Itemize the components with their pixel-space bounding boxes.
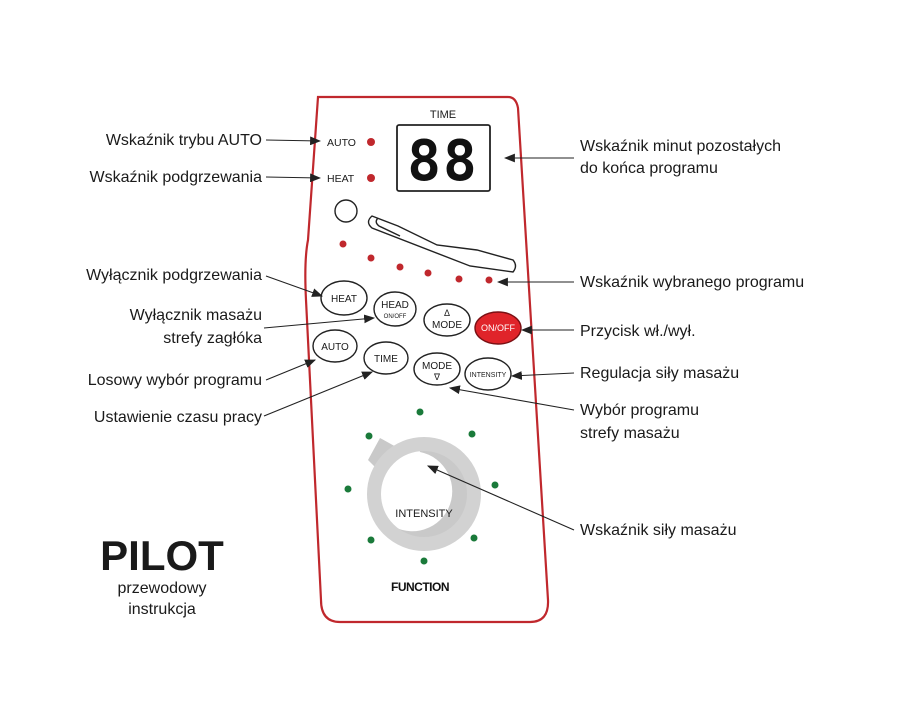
time-display-digits: 88 xyxy=(407,129,478,194)
program-led xyxy=(424,269,432,277)
callout-zone-line1: Wybór programu xyxy=(580,402,699,419)
head-zone-icon xyxy=(334,199,358,223)
intensity-led xyxy=(365,432,373,440)
time-display xyxy=(396,124,491,192)
callout-random-program: Losowy wybór programu xyxy=(88,372,262,389)
program-led xyxy=(485,276,493,284)
callout-power-button: Przycisk wł./wył. xyxy=(580,323,696,340)
svg-text:HEAD: HEAD xyxy=(381,300,409,311)
heat-indicator-label: HEAT xyxy=(327,173,355,185)
head-onoff-button[interactable]: HEAD ON/OFF xyxy=(373,291,417,327)
program-led xyxy=(367,254,375,262)
program-leds xyxy=(339,240,493,284)
callout-zone-line2: strefy masażu xyxy=(580,425,680,442)
mode-up-button[interactable]: Δ MODE xyxy=(423,303,471,337)
svg-text:MODE: MODE xyxy=(422,361,452,372)
intensity-led xyxy=(420,557,428,565)
callout-head-line2: strefy zagłóka xyxy=(163,330,262,347)
callout-intensity-indicator: Wskaźnik siły masażu xyxy=(580,522,736,539)
intensity-led xyxy=(416,408,424,416)
callout-minutes-line2: do końca programu xyxy=(580,160,718,177)
heat-led xyxy=(367,174,375,182)
function-label: FUNCTION xyxy=(391,580,449,594)
onoff-button[interactable]: ON/OFF xyxy=(474,311,522,345)
intensity-led xyxy=(344,485,352,493)
auto-indicator-label: AUTO xyxy=(327,137,356,149)
svg-text:ON/OFF: ON/OFF xyxy=(384,314,407,320)
program-led xyxy=(396,263,404,271)
intensity-led xyxy=(367,536,375,544)
intensity-led xyxy=(468,430,476,438)
svg-text:AUTO: AUTO xyxy=(321,342,349,353)
callout-work-time: Ustawienie czasu pracy xyxy=(94,409,262,426)
callout-head-line1: Wyłącznik masażu xyxy=(130,307,262,324)
program-led xyxy=(455,275,463,283)
caption-title: PILOT xyxy=(100,532,224,579)
body-zone-icon xyxy=(367,215,517,273)
callout-selected-program: Wskaźnik wybranego programu xyxy=(580,274,804,291)
callout-auto-mode: Wskaźnik trybu AUTO xyxy=(106,132,262,149)
intensity-label: INTENSITY xyxy=(395,508,453,520)
auto-button[interactable]: AUTO xyxy=(312,329,358,363)
svg-text:ON/OFF: ON/OFF xyxy=(481,323,515,333)
refresh-swirl-icon xyxy=(368,438,478,544)
svg-text:MODE: MODE xyxy=(432,320,462,331)
intensity-button[interactable]: INTENSITY xyxy=(464,357,512,391)
intensity-led xyxy=(470,534,478,542)
svg-text:Δ: Δ xyxy=(444,308,450,318)
program-led xyxy=(339,240,347,248)
callout-intensity-adjust: Regulacja siły masażu xyxy=(580,365,739,382)
caption-line1: przewodowy xyxy=(118,580,207,597)
intensity-dial[interactable]: INTENSITY xyxy=(367,437,481,551)
leader-lines xyxy=(263,136,575,531)
caption-line2: instrukcja xyxy=(128,601,196,618)
svg-text:TIME: TIME xyxy=(374,354,398,365)
time-label: TIME xyxy=(430,109,456,121)
callout-minutes-line1: Wskaźnik minut pozostałych xyxy=(580,138,781,155)
svg-text:HEAT: HEAT xyxy=(331,294,357,305)
svg-text:∇: ∇ xyxy=(433,372,441,382)
callout-heating: Wskaźnik podgrzewania xyxy=(89,169,262,186)
intensity-leds xyxy=(344,408,499,565)
time-button[interactable]: TIME xyxy=(363,341,409,375)
heat-button[interactable]: HEAT xyxy=(320,280,368,316)
mode-down-button[interactable]: MODE ∇ xyxy=(413,352,461,386)
svg-text:INTENSITY: INTENSITY xyxy=(470,372,507,379)
intensity-led xyxy=(491,481,499,489)
auto-led xyxy=(367,138,375,146)
callout-heat-switch: Wyłącznik podgrzewania xyxy=(86,267,262,284)
